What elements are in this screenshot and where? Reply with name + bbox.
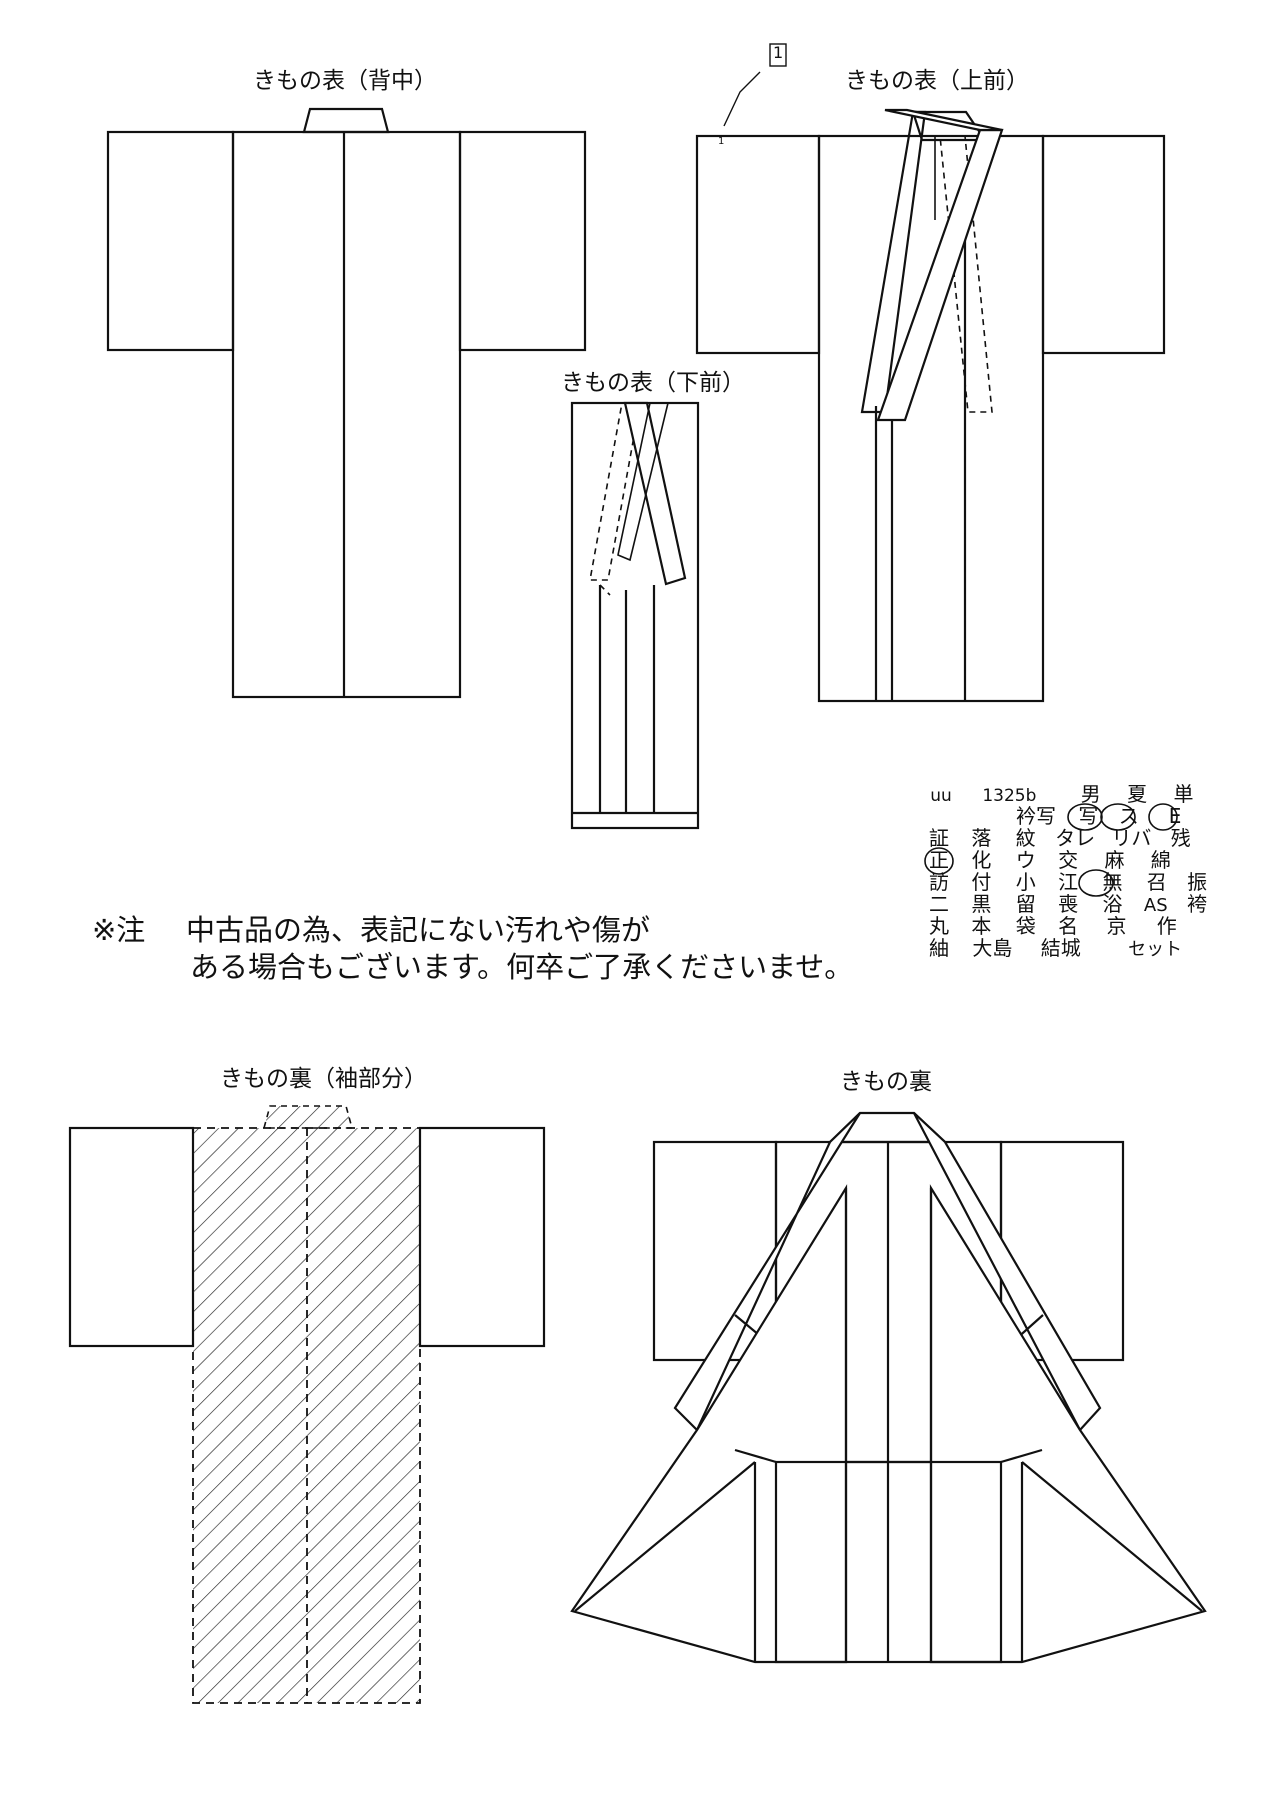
code-cell: 正 [929,848,949,872]
kimono-front-upper-drawing [695,71,1166,703]
code-cell: 浴 [1102,892,1123,916]
code-cell: 衿写 [1016,804,1056,828]
code-id-prefix: uu [930,786,952,806]
label-lining-sleeve: きもの裏（袖部分） [220,1066,427,1092]
code-cell: 紬 [929,936,949,960]
code-cell: 結城 [1040,936,1081,960]
code-cell: 付 [971,870,992,894]
kimono-front-lower-drawing [570,401,700,830]
code-cell: 男 [1080,782,1101,806]
code-cell: 小 [1015,870,1036,894]
code-cell: AS [1143,895,1168,916]
kimono-lining-drawing [570,1111,1207,1664]
code-cell: 作 [1156,914,1177,938]
code-cell: 訪 [929,870,949,894]
code-cell: 江 [1058,870,1079,894]
code-cell: 綿 [1150,848,1171,872]
code-cell: 無 [1102,870,1123,894]
note-line-2: ある場合もございます。何卒ご了承くださいませ。 [190,950,854,984]
kimono-back-drawing [106,107,587,699]
code-cell: 留 [1015,892,1036,916]
code-cell: E [1168,804,1182,828]
note-prefix: ※注 [92,913,146,947]
code-cell: 残 [1170,826,1191,850]
code-cell: ス [1118,804,1139,828]
code-cell: 振 [1187,870,1208,894]
code-cell: 喪 [1058,892,1079,916]
kimono-lining-sleeve-drawing [68,1105,546,1704]
code-cell: 落 [971,826,992,850]
marker-label: 1 [773,43,784,62]
label-front-lower: きもの表（下前） [561,370,745,396]
code-cell: 名 [1058,914,1079,938]
code-cell: 黒 [971,892,992,916]
code-cell: 交 [1058,848,1079,872]
marker-box [769,43,787,67]
code-cell: リバ [1111,826,1152,850]
code-cell: 二 [929,892,949,916]
code-cell: 召 [1146,870,1167,894]
code-circles [924,803,1178,897]
code-cell: 化 [971,848,992,872]
code-cell: 大島 [972,936,1013,960]
code-cell: セット [1128,939,1183,960]
code-cell: 単 [1173,782,1194,806]
code-cell: タレ [1055,826,1096,850]
code-cell: 紋 [1015,826,1036,850]
code-cell: 袴 [1187,892,1208,916]
label-back: きもの表（背中） [253,68,437,94]
label-lining: きもの裏 [840,1069,932,1095]
code-cell: 夏 [1127,782,1148,806]
code-cell: 麻 [1104,848,1125,872]
code-cell: 証 [929,826,949,850]
code-cell: 写 [1078,804,1099,828]
code-id: 1325b [982,786,1037,806]
code-cell: ウ [1015,848,1036,872]
code-cell: 京 [1106,914,1127,938]
code-cell: 本 [971,914,992,938]
code-grid: uu 1325b 男 夏 単 衿写 写 ス E 証 落 紋 タレ リバ 残 正 … [926,778,1207,978]
note-line-1: 中古品の為、表記にない汚れや傷が [186,913,651,947]
code-cell: 丸 [929,914,949,938]
label-front-upper: きもの表（上前） [845,68,1029,94]
marker-label-small: 1 [718,136,725,147]
code-cell: 袋 [1015,914,1036,938]
